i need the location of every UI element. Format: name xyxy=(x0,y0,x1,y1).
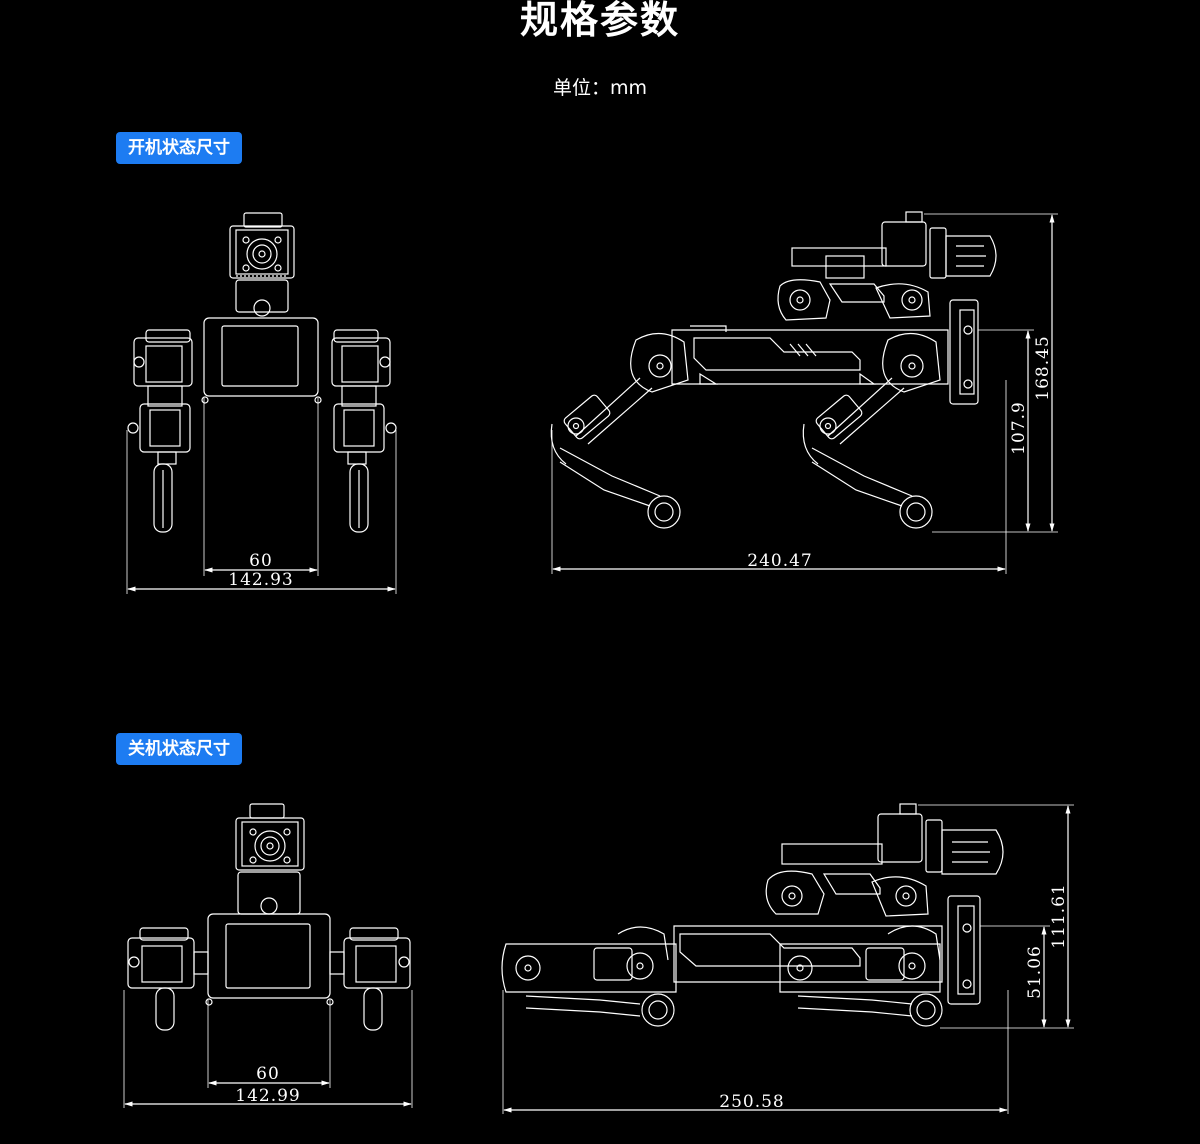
dim-on-side-body-height: 107.9 xyxy=(1009,401,1029,455)
dim-on-front-inner: 60 xyxy=(249,551,273,571)
page-title: 规格参数 xyxy=(519,0,680,42)
off-head-servo xyxy=(235,803,305,915)
side-head xyxy=(777,211,997,321)
right-leg xyxy=(331,329,397,533)
side-view-powered-off xyxy=(501,803,1074,1114)
off-left-leg xyxy=(127,927,209,1031)
front-view-powered-off xyxy=(123,803,413,1108)
unit-label: 单位：mm xyxy=(552,77,648,99)
side-view-powered-on xyxy=(550,211,1058,574)
dim-off-front-width: 142.99 xyxy=(235,1086,300,1106)
section-tag-powered-on: 开机状态尺寸 xyxy=(116,132,242,164)
off-side-legs xyxy=(501,925,943,1027)
off-right-leg xyxy=(329,927,411,1031)
dim-off-side-length: 250.58 xyxy=(719,1092,784,1112)
left-leg xyxy=(127,329,193,533)
dim-off-side-total-height: 111.61 xyxy=(1049,883,1069,948)
side-front-leg xyxy=(802,332,941,529)
off-body-screen xyxy=(205,913,334,1006)
side-rear-leg xyxy=(550,332,689,529)
dim-off-side-body-height: 51.06 xyxy=(1025,945,1045,999)
side-body xyxy=(671,299,979,405)
off-side-body xyxy=(673,895,981,1005)
dim-on-side-total-height: 168.45 xyxy=(1033,335,1053,400)
front-view-powered-on xyxy=(126,212,397,594)
dim-on-front-width: 142.93 xyxy=(228,570,293,590)
body-screen xyxy=(201,317,322,404)
head-servo xyxy=(229,212,295,317)
section-tag-powered-off: 关机状态尺寸 xyxy=(116,733,242,765)
off-side-head xyxy=(765,803,1004,917)
dim-off-front-inner: 60 xyxy=(256,1064,280,1084)
dim-on-side-length: 240.47 xyxy=(747,551,812,571)
